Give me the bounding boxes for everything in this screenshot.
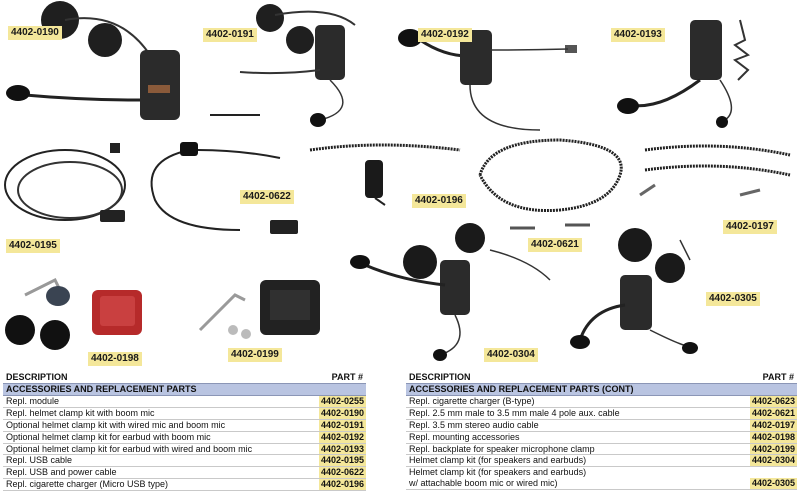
row-description: Repl. USB cable: [6, 455, 73, 466]
part-tag-4402-0199: 4402-0199: [228, 348, 282, 362]
parts-table-left: DESCRIPTION PART # ACCESSORIES AND REPLA…: [3, 372, 366, 492]
table-row: Helmet clamp kit (for speakers and earbu…: [406, 467, 797, 491]
table-row: Repl. 3.5 mm stereo audio cable 4402-0197: [406, 419, 797, 432]
row-part-number: 4402-0623: [749, 396, 797, 407]
row-part-number: 4402-0196: [318, 479, 366, 491]
part-tag-4402-0622: 4402-0622: [240, 190, 294, 204]
row-description: Optional helmet clamp kit with wired mic…: [6, 419, 226, 430]
row-part-number: 4402-0305: [749, 478, 797, 490]
product-catalog: 4402-0190 4402-0191 4402-0192 4402-0193 …: [4, 1, 791, 366]
row-part-number: 4402-0255: [318, 396, 366, 407]
row-part-number: 4402-0198: [749, 431, 797, 443]
row-part-number: 4402-0195: [318, 455, 366, 467]
table-row: Repl. 2.5 mm male to 3.5 mm male 4 pole …: [406, 407, 797, 420]
stereo-cable-illustration: [639, 144, 791, 197]
parts-tables: DESCRIPTION PART # ACCESSORIES AND REPLA…: [0, 372, 800, 503]
row-description: Repl. 3.5 mm stereo audio cable: [409, 419, 539, 430]
table-row: Optional helmet clamp kit for earbud wit…: [3, 443, 366, 456]
part-tag-4402-0192: 4402-0192: [418, 28, 472, 42]
row-part-number: 4402-0197: [749, 419, 797, 431]
row-part-number: 4402-0193: [318, 443, 366, 455]
helmet-clamp-kit-speakers-illustration: [350, 223, 551, 361]
table-row: Repl. backplate for speaker microphone c…: [406, 443, 797, 456]
table-row: Optional helmet clamp kit with wired mic…: [3, 419, 366, 432]
description-column-header: DESCRIPTION: [409, 372, 471, 382]
row-part-number: 4402-0622: [318, 467, 366, 479]
table-row: Repl. USB and power cable 4402-0622: [3, 467, 366, 480]
row-part-number: 4402-0192: [318, 431, 366, 443]
table-row: Repl. module 4402-0255: [3, 396, 366, 408]
row-part-number: 4402-0191: [318, 419, 366, 431]
clamp-kit-earbud-boom-mic-illustration: [398, 29, 577, 131]
table-row: Repl. USB cable 4402-0195: [3, 455, 366, 468]
row-description: Helmet clamp kit (for speakers and earbu…: [409, 455, 587, 466]
part-tag-4402-0305: 4402-0305: [706, 292, 760, 306]
part-tag-4402-0195: 4402-0195: [6, 239, 60, 253]
table-row: Helmet clamp kit (for speakers and earbu…: [406, 455, 797, 468]
row-description: Optional helmet clamp kit for earbud wit…: [6, 431, 211, 442]
part-tag-4402-0198: 4402-0198: [88, 352, 142, 366]
row-part-number: 4402-0304: [749, 455, 797, 467]
description-column-header: DESCRIPTION: [6, 372, 68, 382]
usb-power-cable-illustration: [150, 142, 298, 234]
row-description: Optional helmet clamp kit for earbud wit…: [6, 443, 253, 454]
helmet-clamp-kit-boom-or-wired-illustration: [570, 228, 698, 354]
part-tag-4402-0621: 4402-0621: [528, 238, 582, 252]
table-row: Repl. cigarette charger (Micro USB type)…: [3, 479, 366, 492]
row-description: Repl. module: [6, 396, 60, 406]
part-tag-4402-0196: 4402-0196: [412, 194, 466, 208]
part-tag-4402-0304: 4402-0304: [484, 348, 538, 362]
row-part-number: 4402-0621: [749, 407, 797, 419]
table-row: Repl. mounting accessories 4402-0198: [406, 431, 797, 444]
mounting-accessories-illustration: [5, 277, 142, 350]
part-tag-4402-0193: 4402-0193: [611, 28, 665, 42]
product-illustrations: [4, 1, 791, 361]
part-number-column-header: PART #: [762, 372, 794, 382]
clamp-kit-boom-mic-illustration: [6, 1, 180, 120]
section-heading: ACCESSORIES AND REPLACEMENT PARTS: [3, 383, 366, 396]
part-tag-4402-0191: 4402-0191: [203, 28, 257, 42]
part-tag-4402-0197: 4402-0197: [723, 220, 777, 234]
table-header: DESCRIPTION PART #: [3, 372, 366, 383]
row-description: Repl. cigarette charger (Micro USB type): [6, 479, 169, 490]
row-description: Repl. backplate for speaker microphone c…: [409, 443, 595, 454]
section-heading: ACCESSORIES AND REPLACEMENT PARTS (CONT): [406, 383, 797, 396]
row-part-number: 4402-0190: [318, 407, 366, 419]
table-row: Repl. helmet clamp kit with boom mic 4402…: [3, 407, 366, 420]
clamp-kit-earbud-wired-boom-illustration: [617, 19, 751, 128]
table-row: Optional helmet clamp kit for earbud wit…: [3, 431, 366, 444]
part-tag-4402-0190: 4402-0190: [8, 26, 62, 40]
row-description: Repl. cigarette charger (B-type): [409, 396, 535, 406]
row-description: Repl. mounting accessories: [409, 431, 520, 442]
clamp-kit-wired-mic-illustration: [210, 4, 356, 127]
aux-cable-illustration: [478, 138, 623, 230]
part-number-column-header: PART #: [331, 372, 363, 382]
backplate-illustration: [198, 280, 320, 339]
cigarette-charger-illustration: [309, 143, 461, 206]
table-row: Repl. cigarette charger (B-type) 4402-062…: [406, 396, 797, 408]
parts-table-right: DESCRIPTION PART # ACCESSORIES AND REPLA…: [406, 372, 797, 491]
row-description: Repl. 2.5 mm male to 3.5 mm male 4 pole …: [409, 407, 620, 418]
row-description: Repl. helmet clamp kit with boom mic: [6, 407, 155, 418]
row-description: Repl. USB and power cable: [6, 467, 117, 478]
usb-cable-illustration: [4, 143, 126, 222]
row-description: Helmet clamp kit (for speakers and earbu…: [409, 467, 587, 489]
row-part-number: 4402-0199: [749, 443, 797, 455]
table-header: DESCRIPTION PART #: [406, 372, 797, 383]
